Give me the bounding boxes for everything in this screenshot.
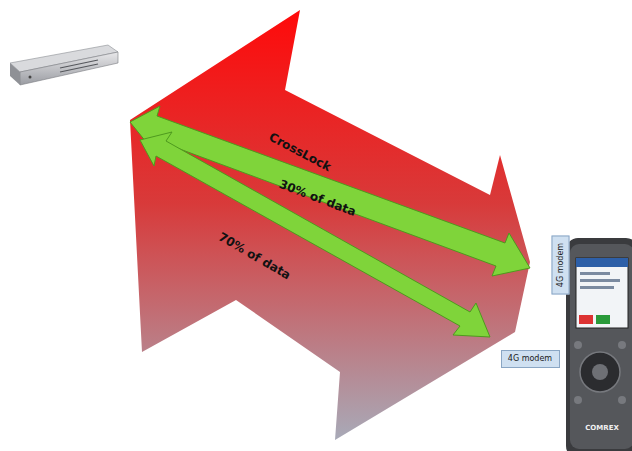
modem-label: 4G modem (501, 350, 560, 368)
data-arrow (130, 106, 530, 337)
modem-text: 4G modem (556, 243, 564, 287)
modem-text: 4G modem (508, 355, 552, 363)
rack-device (10, 45, 118, 85)
crosslock-arrow (130, 10, 530, 440)
handheld-device (566, 238, 632, 451)
modem-label: 4G modem (551, 236, 569, 295)
brand-logo: COMREX (585, 425, 619, 432)
